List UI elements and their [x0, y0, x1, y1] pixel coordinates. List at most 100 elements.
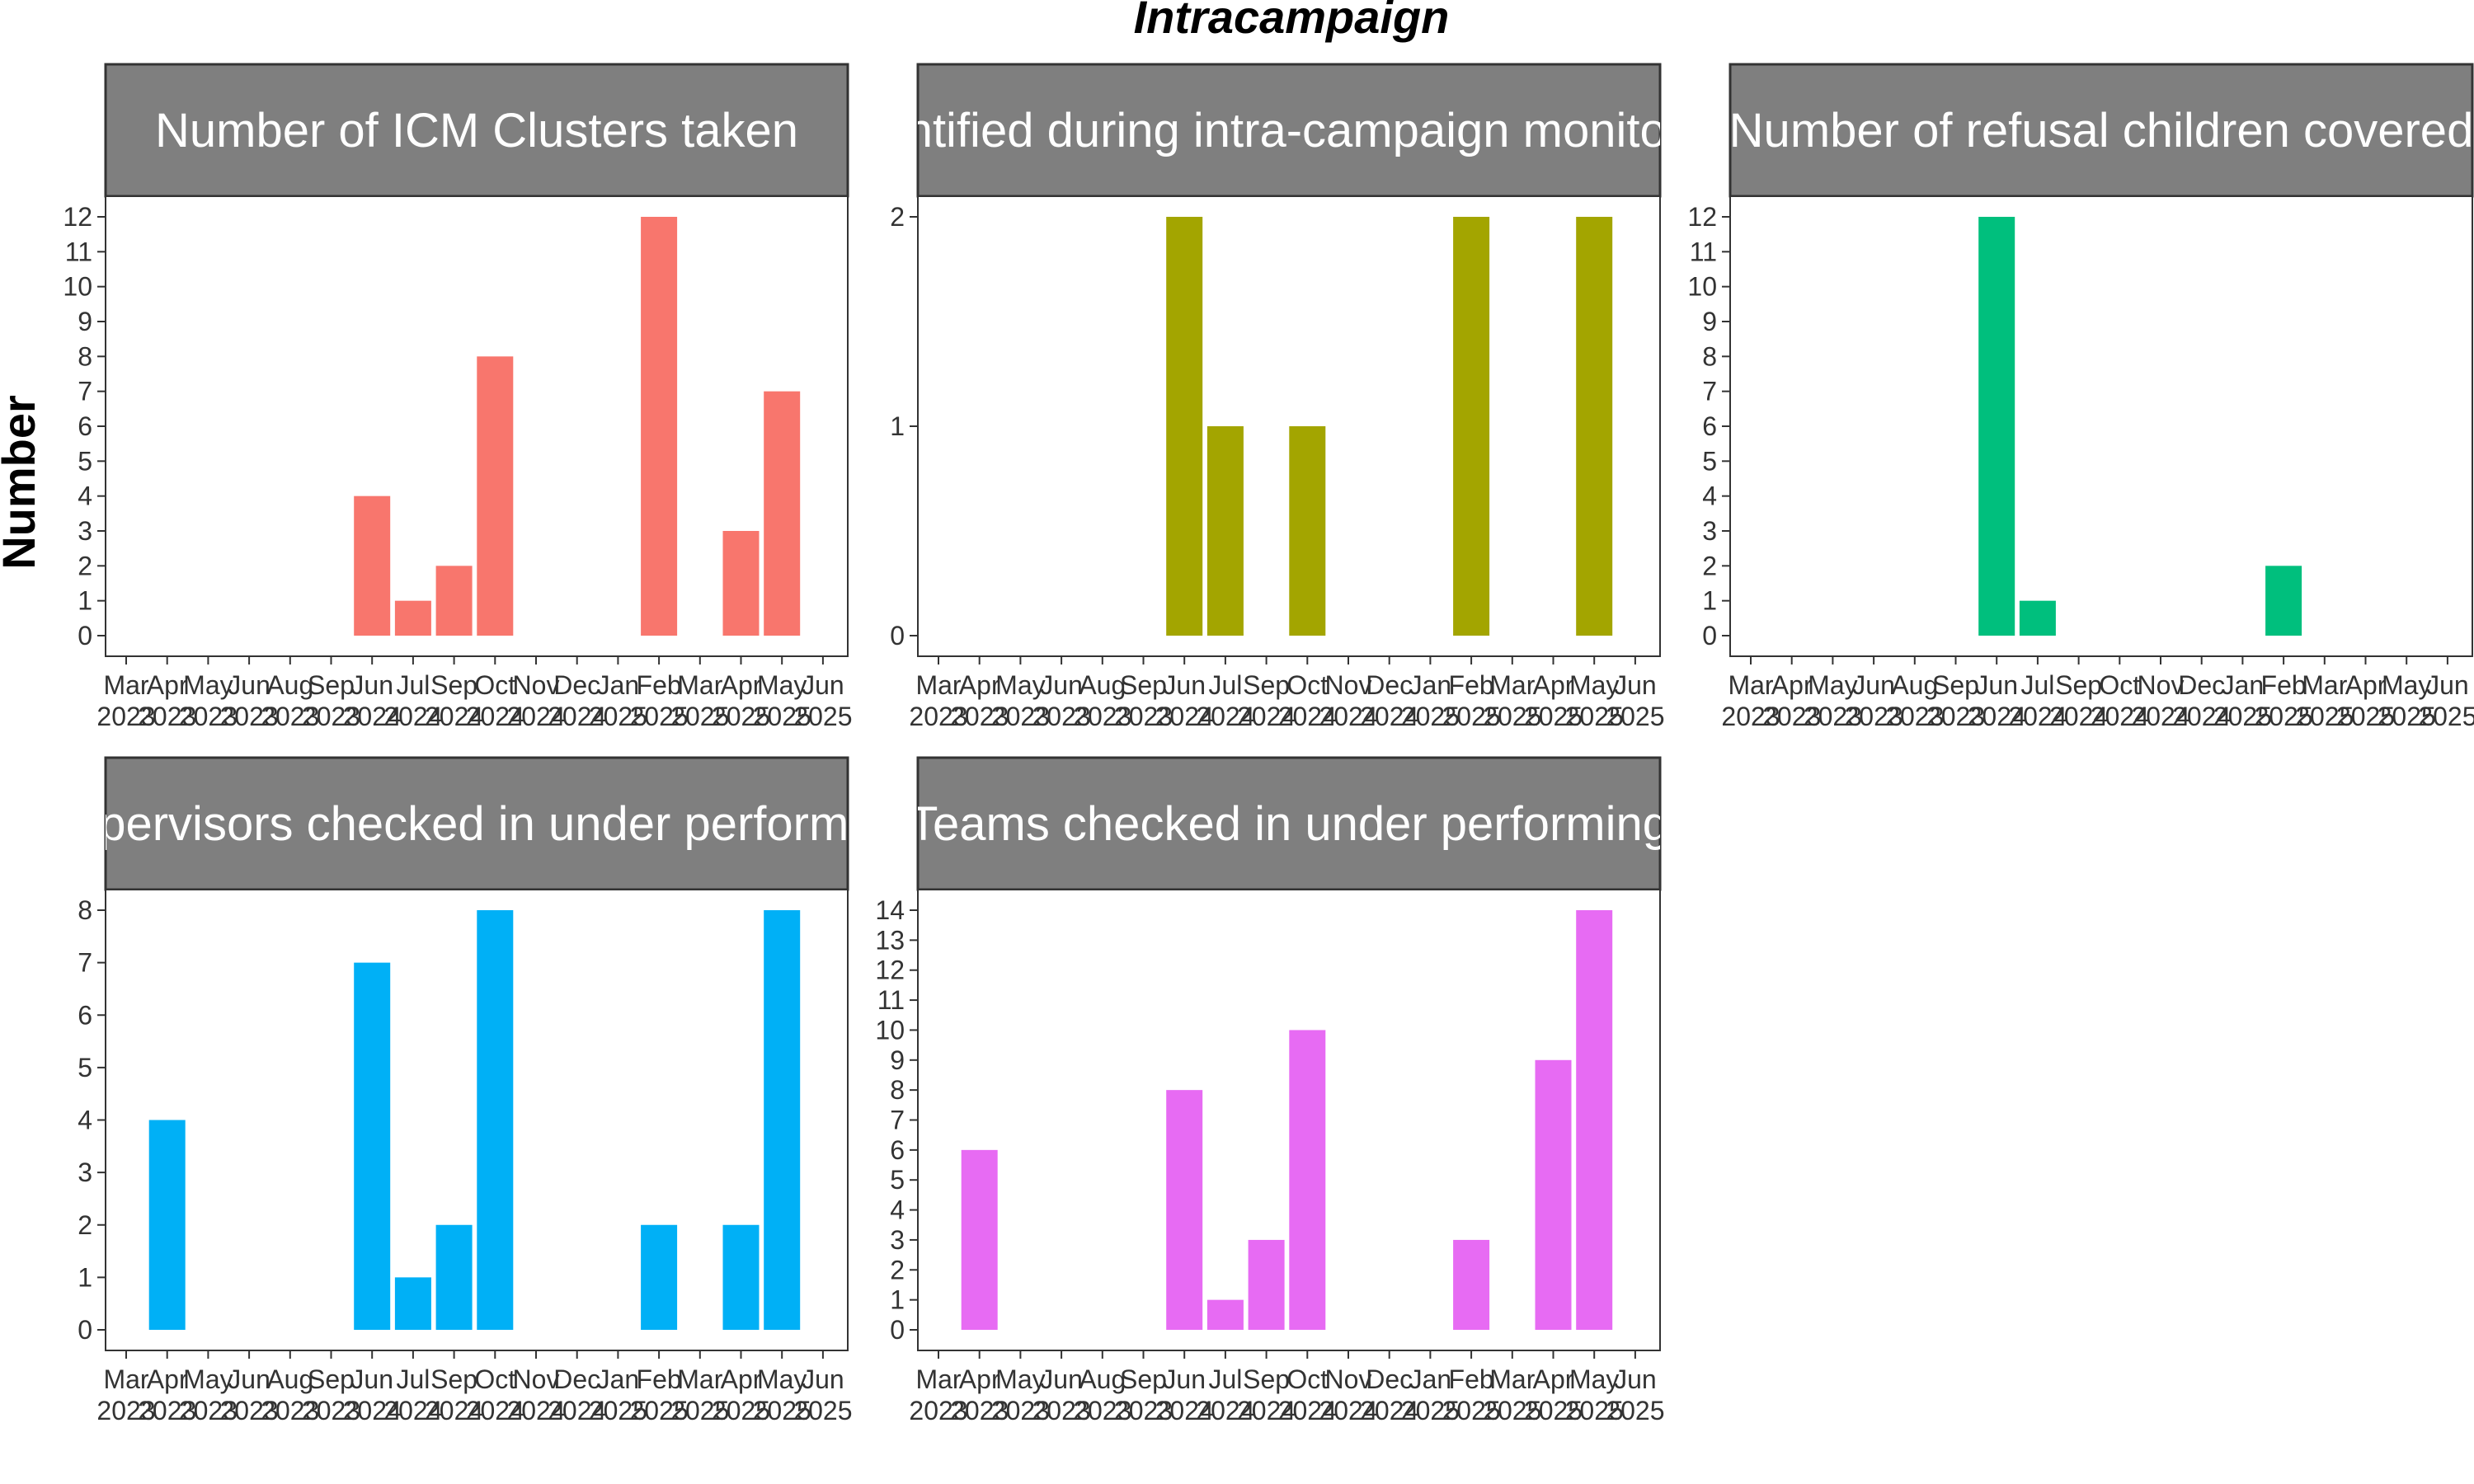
x-tick-label-month: Nov: [1325, 670, 1372, 700]
x-tick-label-year: 2023: [96, 1396, 155, 1425]
x-tick-label-month: Jun: [1163, 1364, 1206, 1394]
y-tick-label: 4: [1702, 481, 1717, 511]
x-tick-label-year: 2024: [425, 1396, 483, 1425]
x-tick-label-year: 2025: [712, 702, 770, 731]
x-tick-label-month: Jun: [1040, 1364, 1083, 1394]
bar: [435, 566, 473, 636]
y-tick-label: 8: [78, 895, 92, 925]
x-tick-label-year: 2023: [138, 1396, 196, 1425]
bar: [1206, 1299, 1244, 1330]
y-tick-label: 2: [1702, 551, 1717, 580]
y-tick-label: 4: [78, 1106, 92, 1135]
x-tick-label-year: 2025: [712, 1396, 770, 1425]
x-tick-label-month: Jan: [2222, 670, 2265, 700]
y-tick-label: 3: [1702, 516, 1717, 546]
bar: [764, 391, 801, 636]
x-tick-label-month: Mar: [677, 1364, 722, 1394]
x-tick-label-year: 2025: [793, 702, 852, 731]
x-tick-label-year: 2025: [1524, 702, 1583, 731]
x-tick-label-month: Apr: [1771, 670, 1813, 700]
bar: [477, 910, 514, 1330]
facet-strip-label: Number of ICM Clusters taken: [155, 104, 798, 157]
x-tick-label-year: 2024: [1360, 1396, 1418, 1425]
y-tick-label: 0: [78, 621, 92, 650]
x-tick-label-year: 2023: [302, 702, 360, 731]
y-tick-label: 7: [890, 1106, 905, 1135]
x-tick-label-month: Aug: [1079, 1364, 1126, 1394]
bar: [1453, 1239, 1490, 1330]
bar: [394, 1277, 431, 1330]
x-tick-label-year: 2023: [179, 702, 238, 731]
facet-panel: Supervisors checked in under performing0…: [78, 756, 852, 1425]
x-tick-label-year: 2023: [1073, 702, 1131, 731]
x-tick-label-month: May: [995, 1364, 1045, 1394]
y-tick-label: 7: [78, 948, 92, 978]
facet-strip: [104, 756, 849, 891]
x-tick-label-year: 2024: [548, 1396, 606, 1425]
y-tick-label: 10: [875, 1015, 905, 1045]
x-tick-label-month: Dec: [553, 1364, 600, 1394]
bar: [641, 217, 678, 636]
bar: [1535, 1059, 1572, 1330]
x-tick-label-year: 2024: [1237, 702, 1296, 731]
y-tick-label: 6: [1702, 411, 1717, 441]
x-tick-label-year: 2024: [343, 702, 402, 731]
bar: [354, 495, 391, 636]
x-tick-label-year: 2023: [909, 1396, 967, 1425]
x-tick-label-month: Apr: [959, 1364, 1000, 1394]
x-tick-label-year: 2024: [2091, 702, 2149, 731]
x-tick-label-year: 2025: [753, 702, 811, 731]
x-tick-label-month: Feb: [2261, 670, 2307, 700]
y-tick-label: 13: [875, 925, 905, 955]
y-tick-label: 8: [78, 341, 92, 371]
x-tick-label-month: May: [995, 670, 1045, 700]
y-tick-label: 11: [1690, 237, 1717, 266]
bar: [1978, 217, 2015, 636]
x-tick-label-month: Jun: [802, 1364, 844, 1394]
bar: [1576, 910, 1613, 1330]
x-tick-label-month: Nov: [2138, 670, 2185, 700]
bar: [148, 1120, 186, 1330]
strip-label-group: Missed children identified during intra-…: [918, 104, 1660, 157]
x-tick-label-year: 2023: [991, 1396, 1050, 1425]
y-tick-label: 12: [63, 202, 92, 232]
x-tick-label-month: Jun: [1614, 670, 1657, 700]
x-tick-label-month: Sep: [1243, 1364, 1290, 1394]
x-tick-label-month: Oct: [1286, 1364, 1328, 1394]
x-tick-label-year: 2023: [1885, 702, 1944, 731]
x-tick-label-month: Feb: [1449, 670, 1494, 700]
y-tick-label: 11: [65, 237, 92, 266]
x-tick-label-month: Mar: [103, 670, 148, 700]
strip-label-group: Teams checked in under performing: [909, 797, 1669, 851]
x-tick-label-month: Mar: [915, 670, 961, 700]
x-tick-label-month: May: [1808, 670, 1857, 700]
x-tick-label-year: 2023: [1762, 702, 1821, 731]
x-tick-label-month: Sep: [1120, 670, 1167, 700]
facet-strip: [104, 63, 849, 198]
bar: [477, 356, 514, 636]
y-tick-label: 2: [890, 202, 905, 232]
x-tick-label-month: May: [183, 670, 233, 700]
bar: [354, 962, 391, 1330]
x-tick-label-month: Apr: [2345, 670, 2387, 700]
x-tick-label-year: 2025: [1401, 702, 1460, 731]
x-tick-label-month: Jun: [350, 1364, 393, 1394]
x-tick-label-month: Jul: [396, 1364, 430, 1394]
x-tick-label-year: 2024: [2172, 702, 2231, 731]
y-tick-label: 14: [875, 895, 905, 925]
facet-panel: Missed children identified during intra-…: [890, 63, 1664, 731]
bar: [1206, 426, 1244, 636]
x-tick-label-month: Mar: [677, 670, 722, 700]
y-tick-label: 1: [890, 411, 905, 441]
bar: [1289, 1030, 1326, 1330]
x-tick-label-year: 2025: [2255, 702, 2313, 731]
y-tick-label: 0: [890, 1315, 905, 1345]
facet-strip-label: Teams checked in under performing: [909, 797, 1669, 851]
facet-panel: Teams checked in under performing0123456…: [875, 756, 1669, 1425]
y-tick-label: 1: [1702, 586, 1717, 616]
x-tick-label-year: 2024: [506, 702, 565, 731]
y-tick-label: 8: [1702, 341, 1717, 371]
x-tick-label-month: Mar: [103, 1364, 148, 1394]
bar: [764, 910, 801, 1330]
x-tick-label-year: 2025: [1442, 702, 1501, 731]
